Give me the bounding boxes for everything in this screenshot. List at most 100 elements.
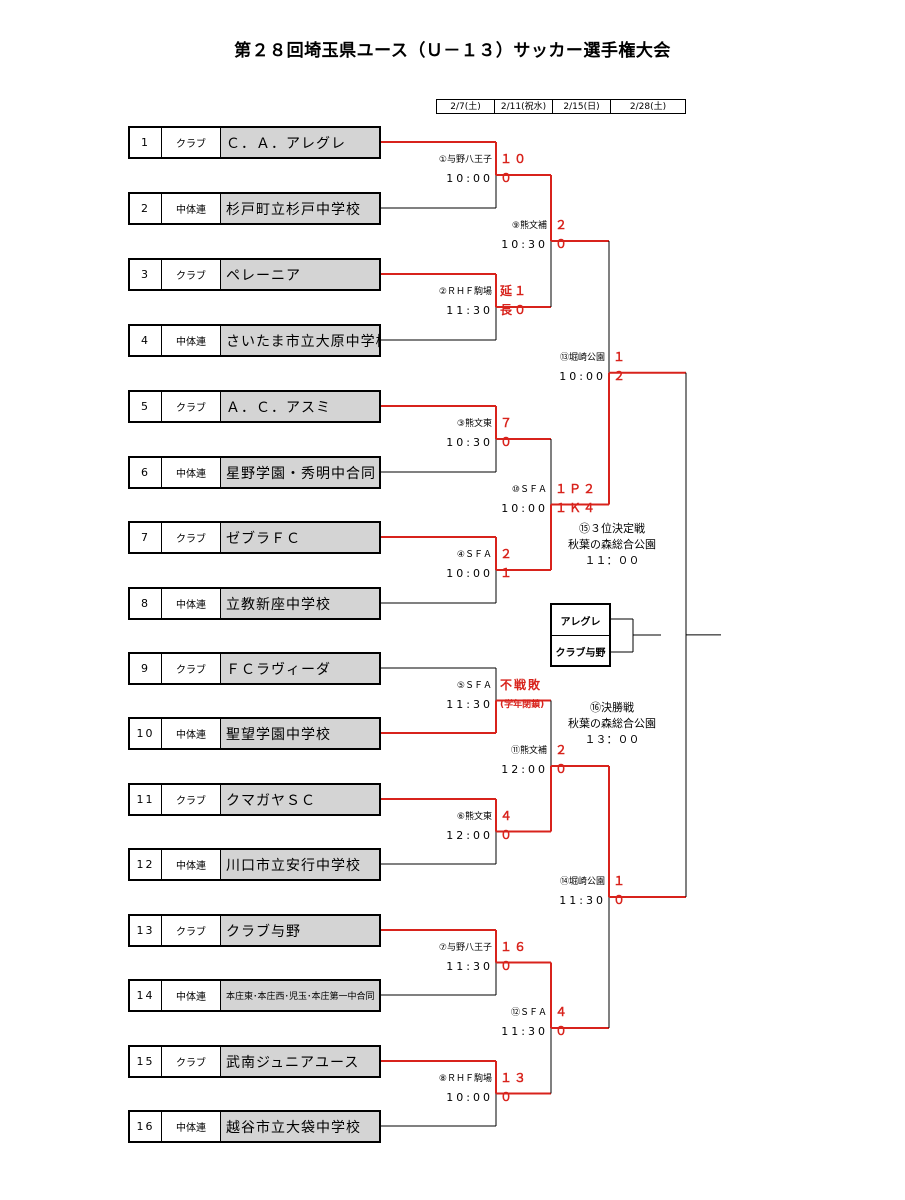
- team-number: 10: [130, 719, 162, 748]
- match-score-top: ７: [500, 416, 515, 430]
- team-category: クラブ: [162, 260, 221, 289]
- match-time: 10:30: [446, 436, 493, 449]
- match-time: 11:30: [446, 959, 493, 973]
- match-score-top: 不戦敗: [500, 677, 543, 692]
- match-time: 12:00: [446, 828, 493, 842]
- team-category: クラブ: [162, 916, 221, 945]
- team-category: 中体連: [162, 1112, 221, 1141]
- match-time: 11:30: [446, 304, 493, 317]
- team-category: 中体連: [162, 458, 221, 487]
- match-venue: ⑧ＲＨＦ駒場: [438, 1073, 492, 1084]
- team-number: 4: [130, 326, 162, 355]
- team-name: Ｃ．Ａ．アレグレ: [221, 128, 379, 157]
- match-venue: ①与野八王子: [438, 155, 492, 165]
- team-category: クラブ: [162, 1047, 221, 1076]
- match-score-top: ２: [555, 743, 570, 757]
- team-name: ペレーニア: [221, 260, 379, 289]
- match-score-bottom: ０: [555, 237, 570, 251]
- page-title: 第２８回埼玉県ユース（Ｕ－１３）サッカー選手権大会: [234, 41, 671, 61]
- match-venue: ⑨熊文補: [511, 221, 547, 231]
- team-name: 川口市立安行中学校: [221, 850, 379, 879]
- team-number: 16: [130, 1112, 162, 1141]
- team-number: 5: [130, 392, 162, 421]
- match-score-bottom: (学年閉鎖): [500, 699, 545, 710]
- match-score-top: １３: [500, 1070, 529, 1085]
- team-category: 中体連: [162, 850, 221, 879]
- team-number: 8: [130, 589, 162, 618]
- match-score-bottom: ０: [500, 171, 515, 185]
- match-score-bottom: 長０: [500, 303, 529, 317]
- match-score-bottom: ０: [555, 1024, 570, 1038]
- third-place-team-1: アレグレ: [552, 605, 609, 636]
- match-score-top: １０: [500, 152, 529, 166]
- match-time: 11:30: [446, 697, 493, 711]
- match-time: 11:30: [559, 894, 606, 907]
- team-number: 11: [130, 785, 162, 814]
- match-score-top: ４: [500, 808, 515, 823]
- match-score-top: 延１: [500, 284, 529, 298]
- match-venue: ⑭堀崎公園: [559, 877, 605, 887]
- match-score-bottom: ０: [555, 762, 570, 776]
- third-place-time: １１：００: [584, 554, 640, 567]
- date-round-1: 2/7(土): [436, 99, 494, 114]
- team-name: クマガヤＳＣ: [221, 785, 379, 814]
- match-time: 10:00: [446, 172, 493, 185]
- match-score-top: ４: [555, 1005, 570, 1019]
- third-place-note: ⑮３位決定戦 秋葉の森総合公園 １１：００: [562, 521, 662, 569]
- match-score-bottom: ０: [500, 958, 515, 973]
- match-score-bottom: ０: [500, 435, 515, 449]
- team-name: 杉戸町立杉戸中学校: [221, 194, 379, 223]
- match-score-bottom: ２: [613, 368, 628, 383]
- date-round-3: 2/15(日): [552, 99, 610, 114]
- team-name: 本庄東･本庄西･児玉･本庄第一中合同: [221, 981, 379, 1010]
- match-time: 10:00: [446, 1090, 493, 1104]
- team-number: 14: [130, 981, 162, 1010]
- match-venue: ②ＲＨＦ駒場: [438, 287, 492, 297]
- team-category: 中体連: [162, 589, 221, 618]
- third-place-title: ⑮３位決定戦: [579, 522, 645, 535]
- match-venue: ④ＳＦＡ: [456, 550, 492, 560]
- third-place-team-2: クラブ与野: [555, 647, 606, 659]
- team-category: クラブ: [162, 654, 221, 683]
- team-name: 立教新座中学校: [221, 589, 379, 618]
- match-venue: ⑫ＳＦＡ: [510, 1008, 547, 1018]
- final-time: １３：００: [584, 733, 640, 746]
- team-number: 7: [130, 523, 162, 552]
- team-number: 9: [130, 654, 162, 683]
- team-category: クラブ: [162, 523, 221, 552]
- team-name: クラブ与野: [221, 916, 379, 945]
- match-score-bottom: ０: [500, 1089, 515, 1104]
- match-venue: ⑤ＳＦＡ: [456, 680, 492, 691]
- final-title: ⑯決勝戦: [590, 701, 634, 714]
- date-round-2: 2/11(祝水): [494, 99, 552, 114]
- team-number: 3: [130, 260, 162, 289]
- team-name: 星野学園・秀明中合同: [221, 458, 379, 487]
- team-number: 1: [130, 128, 162, 157]
- match-score-top: １６: [500, 939, 529, 954]
- team-name: さいたま市立大原中学校: [221, 326, 379, 355]
- match-venue: ⑩ＳＦＡ: [511, 484, 547, 495]
- final-venue: 秋葉の森総合公園: [568, 717, 656, 730]
- match-time: 10:00: [446, 567, 493, 580]
- third-place-venue: 秋葉の森総合公園: [568, 538, 656, 551]
- team-name: Ａ．Ｃ．アスミ: [221, 392, 379, 421]
- match-venue: ⑦与野八王子: [438, 942, 492, 953]
- team-name: ゼブラＦＣ: [221, 523, 379, 552]
- team-number: 6: [130, 458, 162, 487]
- match-venue: ⑪熊文補: [510, 746, 547, 756]
- match-score-bottom: ０: [613, 893, 628, 907]
- team-category: 中体連: [162, 194, 221, 223]
